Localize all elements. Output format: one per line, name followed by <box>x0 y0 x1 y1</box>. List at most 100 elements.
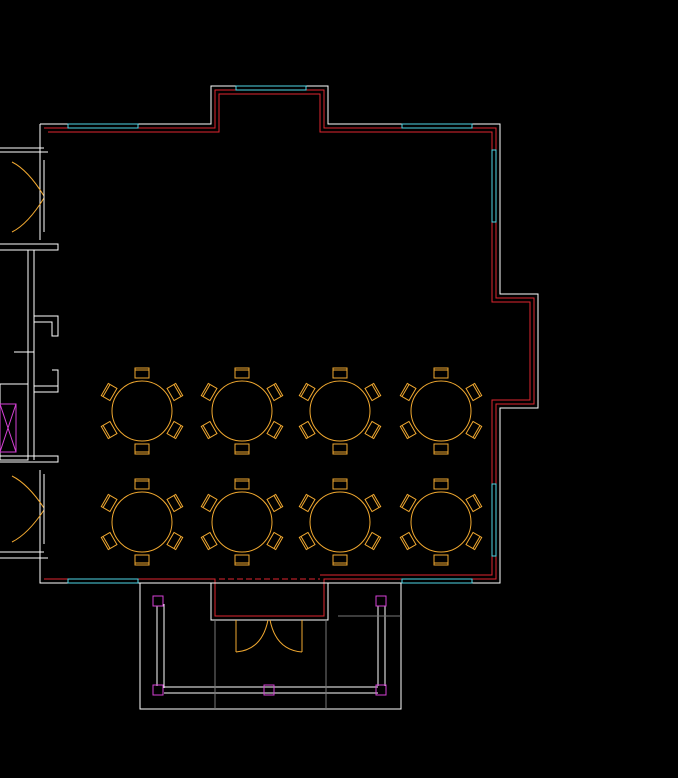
chair-seat <box>364 493 382 513</box>
chair-seat <box>433 367 449 379</box>
chair-back <box>202 425 211 438</box>
chair-seat <box>100 531 118 551</box>
chair-back <box>273 536 282 549</box>
chair-back <box>102 536 111 549</box>
chair-seat <box>200 420 218 440</box>
elevator-x-2 <box>0 403 17 453</box>
chair-seat <box>298 493 316 513</box>
chair-icon <box>134 478 150 490</box>
window-icon <box>401 578 473 584</box>
door-swing-icon <box>11 475 45 543</box>
table-group <box>200 478 284 566</box>
chair-seat <box>266 531 284 551</box>
chair-seat <box>465 420 483 440</box>
chair-back <box>202 536 211 549</box>
chair-seat <box>134 554 150 566</box>
chair-icon <box>234 554 250 566</box>
chair-back <box>102 425 111 438</box>
column-icon <box>375 684 387 696</box>
chair-back <box>173 495 182 508</box>
table-icon <box>111 380 173 442</box>
chair-icon <box>166 531 184 551</box>
chair-back <box>102 495 111 508</box>
chair-icon <box>234 367 250 379</box>
table-icon <box>309 380 371 442</box>
chair-icon <box>200 531 218 551</box>
chair-seat <box>332 478 348 490</box>
table-group <box>298 478 382 566</box>
chair-seat <box>433 443 449 455</box>
chair-back <box>401 425 410 438</box>
chair-icon <box>433 367 449 379</box>
chair-back <box>173 536 182 549</box>
chair-back <box>371 384 380 397</box>
chair-back <box>371 425 380 438</box>
chair-seat <box>399 420 417 440</box>
chair-icon <box>200 493 218 513</box>
chair-seat <box>465 493 483 513</box>
chair-back <box>472 536 481 549</box>
chair-seat <box>332 443 348 455</box>
chair-seat <box>200 531 218 551</box>
table-icon <box>211 491 273 553</box>
column-icon <box>152 684 164 696</box>
chair-icon <box>433 554 449 566</box>
elevator-car <box>0 403 17 453</box>
chair-icon <box>332 478 348 490</box>
entry-porch <box>139 582 402 710</box>
table-group <box>200 367 284 455</box>
chair-seat <box>399 531 417 551</box>
chair-seat <box>166 382 184 402</box>
chair-back <box>401 495 410 508</box>
porch-outline <box>139 582 402 710</box>
chair-icon <box>100 420 118 440</box>
chair-back <box>472 425 481 438</box>
window-icon <box>491 149 497 223</box>
chair-seat <box>234 367 250 379</box>
corridor-wall-a <box>0 243 59 251</box>
chair-icon <box>465 382 483 402</box>
table-group <box>100 367 184 455</box>
chair-seat <box>399 382 417 402</box>
main-entry-doors <box>235 619 303 653</box>
chair-back <box>401 536 410 549</box>
table-icon <box>211 380 273 442</box>
chair-back <box>401 384 410 397</box>
chair-seat <box>364 531 382 551</box>
chair-seat <box>433 554 449 566</box>
chair-icon <box>100 382 118 402</box>
chair-icon <box>200 382 218 402</box>
table-group <box>399 478 483 566</box>
window-icon <box>491 483 497 557</box>
chair-back <box>202 495 211 508</box>
chair-seat <box>433 478 449 490</box>
table-group <box>298 367 382 455</box>
chair-icon <box>298 420 316 440</box>
column-icon <box>375 595 387 607</box>
chair-back <box>300 384 309 397</box>
chair-seat <box>465 382 483 402</box>
corridor-top-wall <box>0 147 48 153</box>
chair-seat <box>465 531 483 551</box>
chair-icon <box>134 554 150 566</box>
chair-back <box>300 495 309 508</box>
chair-icon <box>364 531 382 551</box>
chair-icon <box>465 420 483 440</box>
window-icon <box>67 123 139 129</box>
table-group <box>399 367 483 455</box>
left-corridor <box>0 147 59 559</box>
chair-seat <box>298 531 316 551</box>
chair-seat <box>100 382 118 402</box>
chair-icon <box>266 382 284 402</box>
chair-back <box>102 384 111 397</box>
chair-icon <box>399 420 417 440</box>
chair-icon <box>100 493 118 513</box>
chair-seat <box>332 554 348 566</box>
table-group <box>100 478 184 566</box>
chair-back <box>300 536 309 549</box>
chair-icon <box>298 382 316 402</box>
table-icon <box>111 491 173 553</box>
chair-seat <box>134 478 150 490</box>
chair-seat <box>134 367 150 379</box>
